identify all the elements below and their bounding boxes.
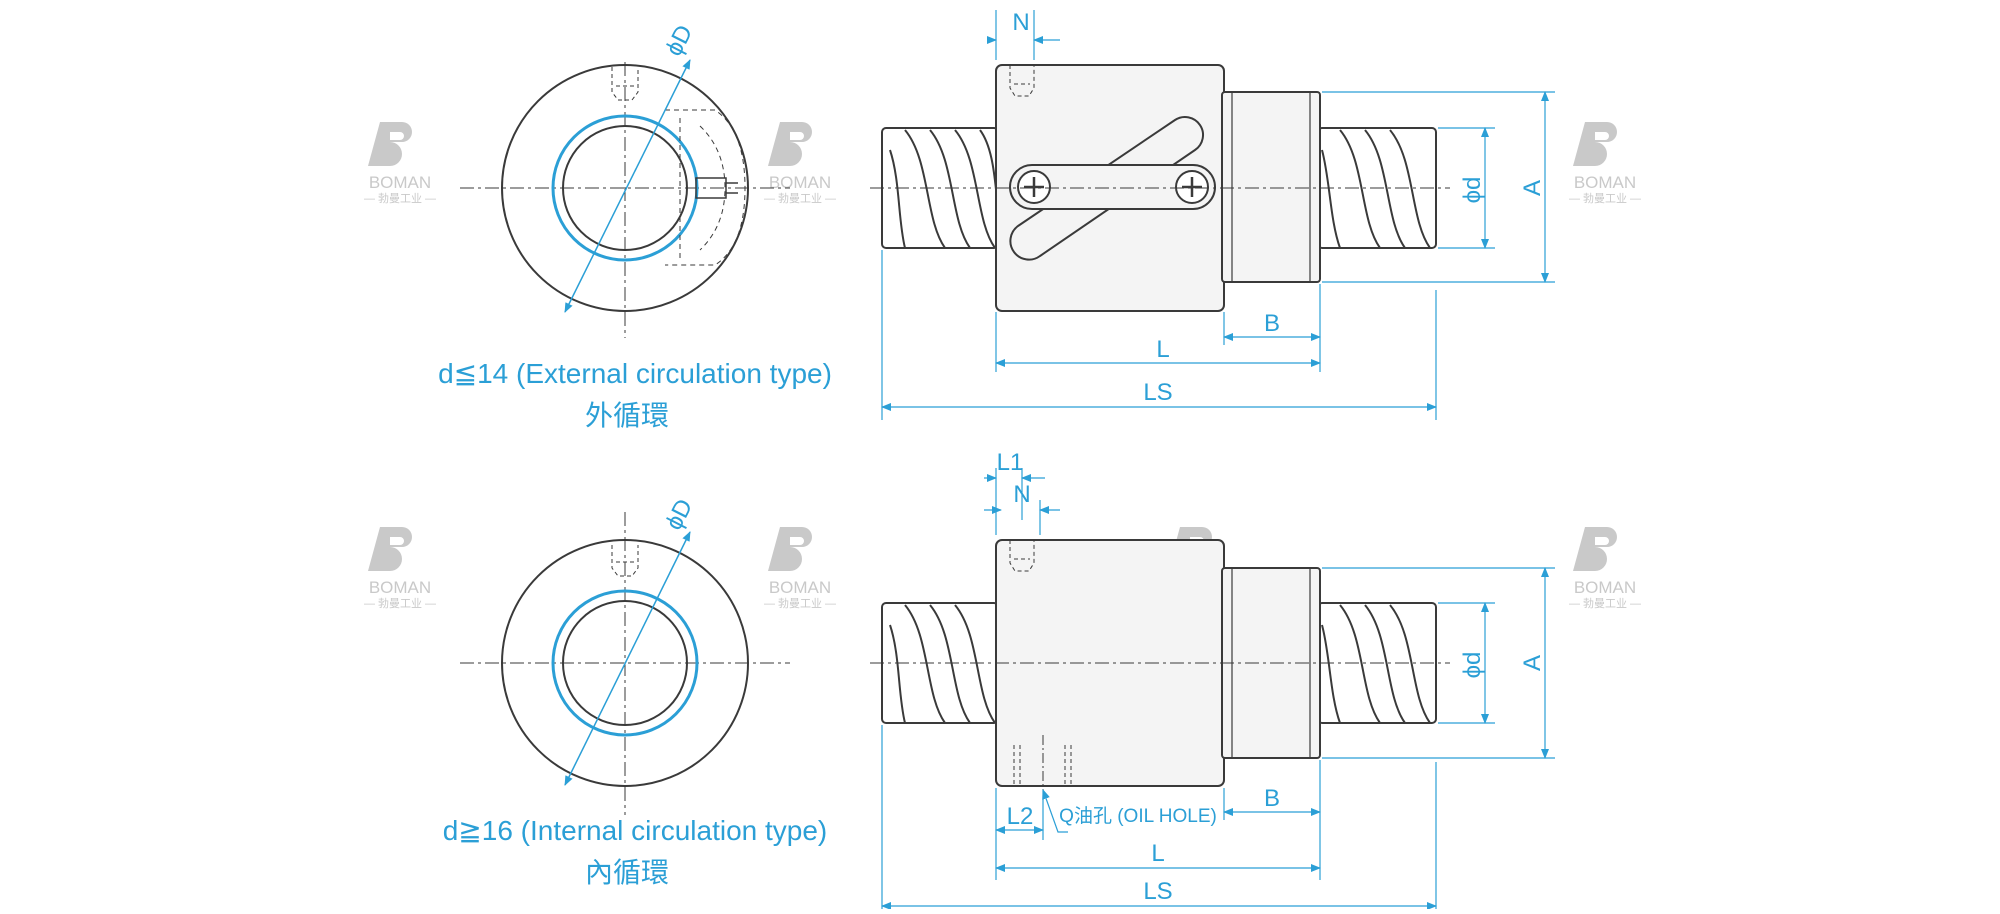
watermark-text: BOMAN	[1574, 173, 1636, 192]
dim-label-D: ϕD	[660, 21, 698, 61]
dim-label-A: A	[1519, 655, 1546, 671]
watermark-text: BOMAN	[369, 578, 431, 597]
dim-label-N: N	[1013, 481, 1030, 508]
watermark-logo: BOMAN — 勃曼工业 —	[1569, 527, 1641, 610]
oil-hole-label: Q油孔 (OIL HOLE)	[1059, 805, 1217, 827]
watermark-sub: — 勃曼工业 —	[364, 597, 436, 610]
watermark-text: BOMAN	[1574, 578, 1636, 597]
dim-label-LS: LS	[1143, 878, 1172, 905]
watermark-logo: BOMAN — 勃曼工业 —	[364, 122, 436, 205]
watermark-logo: BOMAN — 勃曼工业 —	[1569, 122, 1641, 205]
top-side-view	[870, 64, 1450, 312]
bottom-dimensions	[881, 468, 1555, 914]
watermark-text: BOMAN	[369, 173, 431, 192]
caption-external-zh: 外循環	[585, 400, 669, 431]
dim-label-d: ϕd	[1459, 652, 1486, 679]
caption-external: d≦14 (External circulation type)	[438, 358, 832, 389]
dim-label-LS: LS	[1143, 379, 1172, 406]
watermark-logo: BOMAN — 勃曼工业 —	[364, 527, 436, 610]
diameter-D-leader	[564, 59, 691, 313]
dim-label-B: B	[1264, 785, 1280, 812]
watermark-text: BOMAN	[769, 578, 831, 597]
dim-label-A: A	[1519, 180, 1546, 196]
watermark-text: BOMAN	[769, 173, 831, 192]
dim-label-D: ϕD	[660, 495, 698, 535]
dim-label-N: N	[1012, 9, 1029, 36]
bottom-side-view	[870, 539, 1450, 790]
dim-label-L: L	[1151, 840, 1164, 867]
caption-internal-zh: 內循環	[585, 857, 669, 888]
dim-label-L1: L1	[997, 449, 1024, 476]
dim-label-d: ϕd	[1459, 177, 1486, 204]
watermark-logo: BOMAN — 勃曼工业 —	[764, 527, 836, 610]
watermark-sub: — 勃曼工业 —	[364, 192, 436, 205]
dim-label-L2: L2	[1007, 803, 1034, 830]
watermark-sub: — 勃曼工业 —	[764, 192, 836, 205]
watermark-sub: — 勃曼工业 —	[764, 597, 836, 610]
top-dimensions	[881, 10, 1555, 420]
diameter-D-leader	[564, 531, 691, 786]
dim-label-L: L	[1156, 336, 1169, 363]
watermark-sub: — 勃曼工业 —	[1569, 597, 1641, 610]
top-end-view	[460, 62, 790, 338]
watermark-logo: BOMAN — 勃曼工业 —	[764, 122, 836, 205]
watermark-sub: — 勃曼工业 —	[1569, 192, 1641, 205]
caption-internal: d≧16 (Internal circulation type)	[443, 815, 828, 846]
dim-label-B: B	[1264, 310, 1280, 337]
